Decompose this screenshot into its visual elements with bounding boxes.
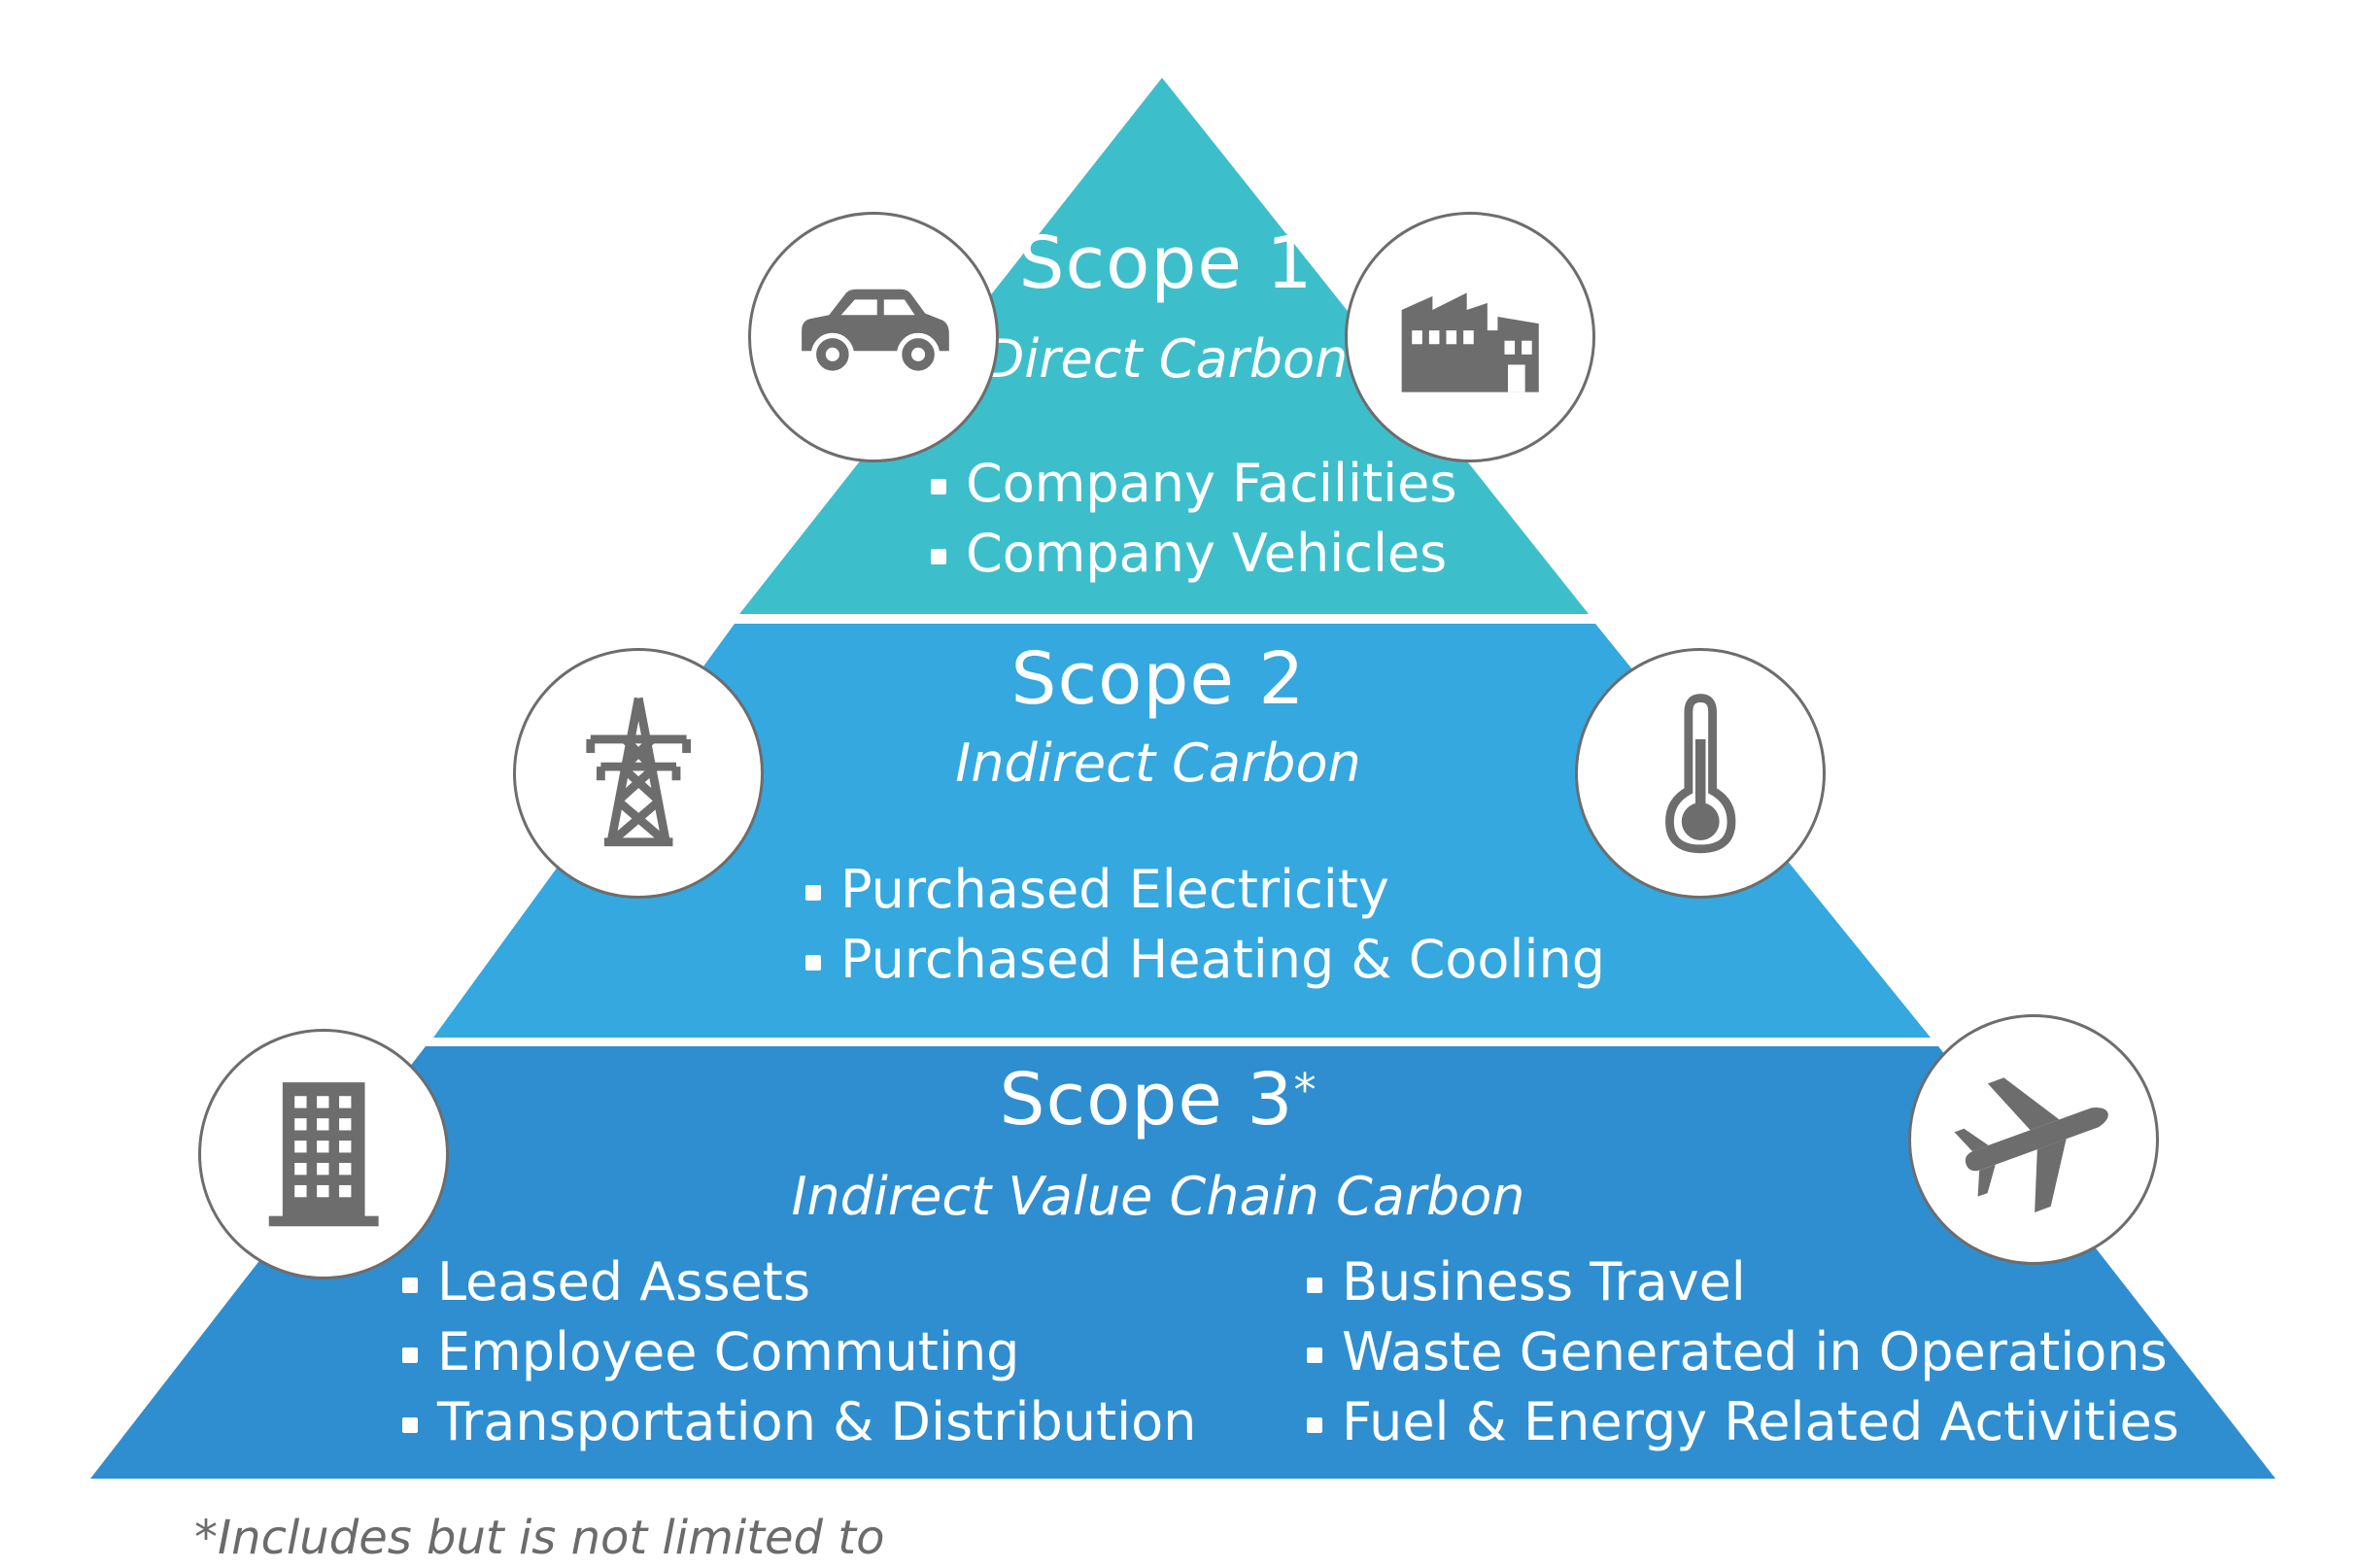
scope2-tier [433, 624, 1931, 1038]
scope2-title: Scope 2 [1010, 637, 1306, 721]
scope1-title: Scope 1 [1018, 222, 1314, 305]
list-item: Business Travel [1307, 1247, 2179, 1317]
list-item: Fuel & Energy Related Activities [1307, 1387, 2179, 1457]
scope3-asterisk: * [1293, 1064, 1317, 1116]
scope3-list-right: Business Travel Waste Generated in Opera… [1307, 1247, 2179, 1457]
list-item: Company Vehicles [931, 519, 1457, 589]
thermometer-icon [1664, 693, 1736, 854]
factory-icon-circle [1345, 212, 1595, 462]
list-item: Purchased Electricity [805, 855, 1605, 925]
power-tower-icon-circle [513, 648, 764, 899]
scope2-list: Purchased Electricity Purchased Heating … [805, 855, 1605, 995]
airplane-icon [1954, 1077, 2108, 1212]
scope3-tier [90, 1046, 2275, 1479]
list-item: Company Facilities [931, 449, 1457, 519]
factory-icon [1401, 292, 1539, 392]
office-building-icon [268, 1081, 379, 1227]
scope1-tier [739, 78, 1589, 614]
airplane-icon-circle [1908, 1014, 2159, 1265]
footnote: *Includes but is not limited to [194, 1511, 885, 1565]
scope1-list: Company Facilities Company Vehicles [931, 449, 1457, 589]
scope3-list-left: Leased Assets Employee Commuting Transpo… [402, 1247, 1196, 1457]
list-item: Employee Commuting [402, 1317, 1196, 1387]
scope3-title-text: Scope 3 [999, 1058, 1294, 1142]
list-item: Transportation & Distribution [402, 1387, 1196, 1457]
scope1-subtitle: Direct Carbon [983, 328, 1349, 390]
power-tower-icon [586, 697, 691, 846]
list-item: Purchased Heating & Cooling [805, 925, 1605, 995]
car-icon-circle [748, 212, 999, 462]
office-building-icon-circle [198, 1029, 449, 1279]
scope3-title: Scope 3* [915, 1058, 1401, 1142]
scope3-subtitle: Indirect Value Chain Carbon [791, 1166, 1525, 1227]
car-icon [801, 289, 949, 376]
list-item: Leased Assets [402, 1247, 1196, 1317]
thermometer-icon-circle [1575, 648, 1826, 899]
list-item: Waste Generated in Operations [1307, 1317, 2179, 1387]
scope2-subtitle: Indirect Carbon [955, 733, 1361, 794]
